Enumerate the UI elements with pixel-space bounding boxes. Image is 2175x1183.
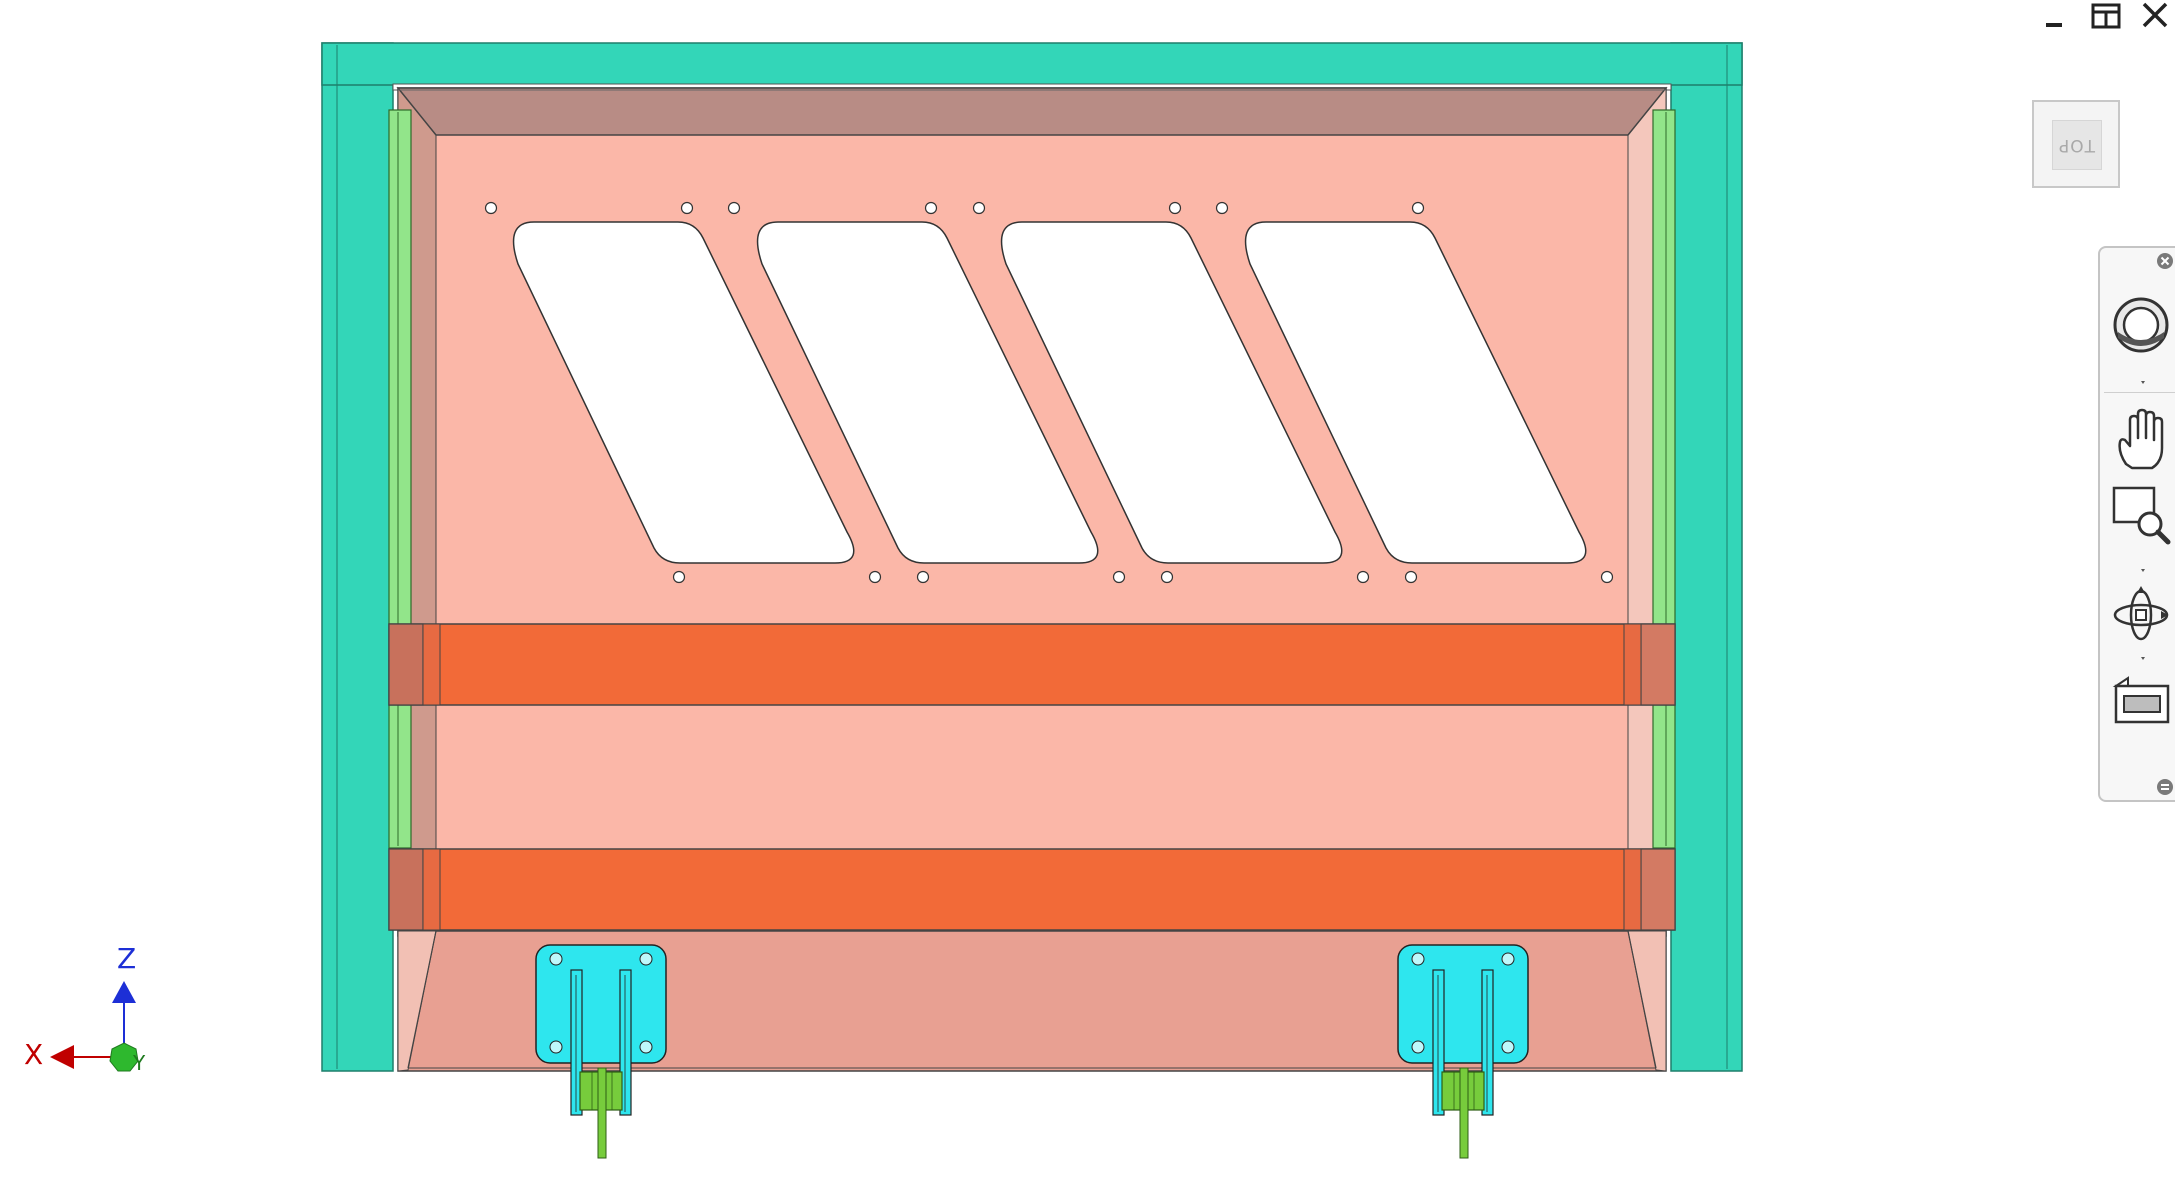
view-cube-face[interactable]: TOP (2052, 120, 2102, 170)
options-icon (2157, 779, 2173, 795)
orbit-button[interactable] (2108, 580, 2174, 646)
x-axis-label: X (24, 1038, 44, 1071)
minimize-icon (2046, 23, 2062, 27)
chevron-down-icon (2141, 569, 2145, 572)
close-circle-icon (2157, 253, 2173, 269)
view-cube[interactable]: TOP (2032, 100, 2120, 188)
look-at-icon (2112, 676, 2170, 724)
side-rail-left (388, 109, 412, 849)
hand-icon (2118, 408, 2164, 470)
restore-icon (2091, 3, 2121, 29)
orbit-dropdown[interactable] (2138, 648, 2148, 660)
steering-wheel-dropdown[interactable] (2138, 372, 2148, 384)
view-cube-label: TOP (2058, 135, 2096, 155)
mount-bracket-right (1397, 944, 1529, 1159)
minimize-button[interactable] (2033, 0, 2075, 32)
close-icon (2142, 2, 2168, 28)
outer-frame-left (321, 42, 394, 1072)
slot-cutouts (512, 221, 1587, 564)
look-at-button[interactable] (2108, 668, 2174, 734)
steering-wheel-icon (2113, 297, 2169, 353)
z-axis-label: Z (117, 942, 137, 975)
pan-button[interactable] (2108, 406, 2174, 472)
zoom-dropdown[interactable] (2138, 560, 2148, 572)
mount-bracket-left (535, 944, 667, 1159)
navigation-bar (2098, 246, 2175, 802)
steering-wheel-button[interactable] (2108, 292, 2174, 358)
zoom-window-icon (2112, 486, 2171, 545)
zoom-window-button[interactable] (2108, 480, 2174, 546)
navbar-close-button[interactable] (2156, 252, 2174, 270)
axis-triad-graphic (50, 981, 139, 1072)
side-rail-right (1652, 109, 1676, 849)
restore-button[interactable] (2085, 0, 2127, 32)
close-button[interactable] (2134, 0, 2175, 32)
z-axis-arrow (112, 981, 136, 1003)
orbit-icon (2113, 586, 2169, 641)
chevron-down-icon (2141, 657, 2145, 660)
chevron-down-icon (2141, 381, 2145, 384)
x-axis-arrow (50, 1045, 74, 1069)
cross-beam-lower (388, 848, 1676, 931)
outer-frame-right (1670, 42, 1743, 1072)
top-bevel (396, 87, 1668, 136)
navbar-options-button[interactable] (2156, 778, 2174, 796)
y-axis-label: Y (133, 1051, 146, 1075)
cross-beam-upper (388, 623, 1676, 706)
bolt-holes (484, 201, 1614, 584)
outer-frame-top (321, 42, 1743, 86)
y-axis-marker (109, 1042, 139, 1072)
axis-triad: Z X Y (20, 942, 150, 1076)
